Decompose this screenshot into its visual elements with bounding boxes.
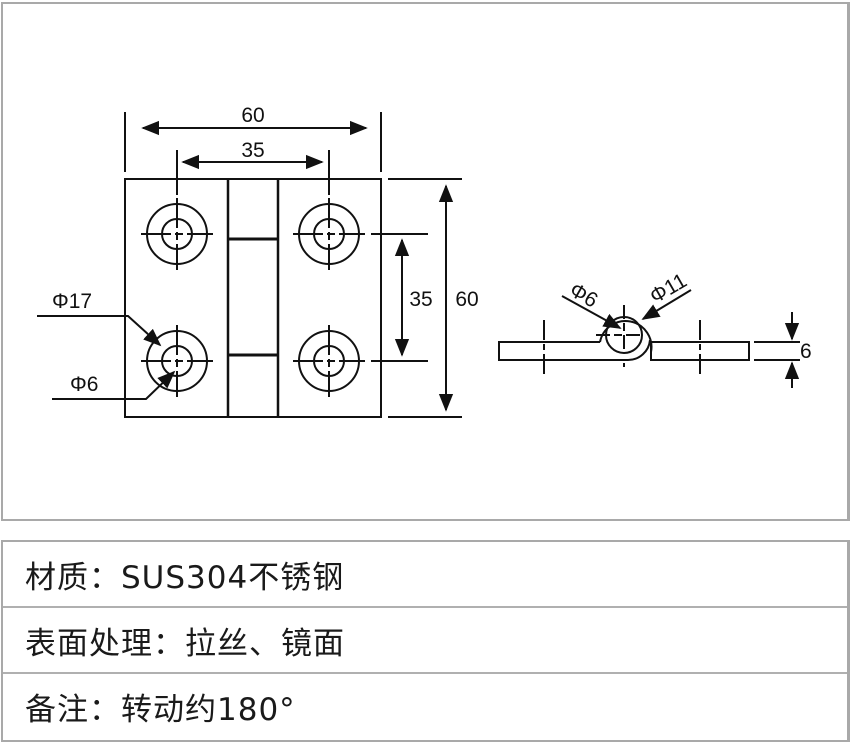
hole-diameter-label: Φ6: [70, 373, 98, 396]
spec-material: 材质：SUS304不锈钢: [25, 559, 345, 596]
leader-hole: [52, 370, 176, 400]
pin-diameter-label: Φ6: [566, 278, 602, 312]
side-view: Φ6 Φ11 6: [498, 269, 812, 388]
front-view: 60 35 35 60 Φ17 Φ6: [37, 104, 479, 418]
hole-bottom-left: [141, 325, 213, 397]
dim-overall-width-label: 60: [241, 104, 264, 127]
spec-row-finish: 表面处理：拉丝、镜面: [3, 608, 847, 674]
leaf-left: [498, 341, 628, 361]
spec-row-material: 材质：SUS304不锈钢: [3, 542, 847, 608]
hole-bottom-right: [293, 325, 365, 397]
spec-surface-finish: 表面处理：拉丝、镜面: [25, 625, 345, 662]
thickness-label: 6: [800, 340, 812, 363]
spec-table: 材质：SUS304不锈钢 表面处理：拉丝、镜面 备注：转动约180°: [1, 540, 850, 742]
knuckle-diameter-label: Φ11: [646, 269, 691, 308]
hinge-drawing: 60 35 35 60 Φ17 Φ6: [37, 104, 812, 418]
dim-hole-spacing-width-label: 35: [241, 139, 264, 162]
knuckle-outer-arc-bottom: [627, 339, 651, 362]
hole-top-left: [141, 198, 213, 270]
leader-pin: [561, 295, 622, 329]
leader-counterbore: [37, 315, 162, 347]
hole-top-right: [293, 198, 365, 270]
leader-knuckle: [641, 289, 692, 320]
spec-row-remark: 备注：转动约180°: [3, 674, 847, 738]
counterbore-diameter-label: Φ17: [52, 290, 92, 313]
technical-drawing-panel: 60 35 35 60 Φ17 Φ6: [1, 2, 850, 521]
hinge-plate-outline: [124, 178, 382, 418]
leaf-right: [650, 341, 750, 361]
dim-hole-spacing-height-label: 35: [409, 288, 432, 311]
dim-overall-height-label: 60: [455, 288, 478, 311]
spec-remark: 备注：转动约180°: [25, 691, 296, 728]
